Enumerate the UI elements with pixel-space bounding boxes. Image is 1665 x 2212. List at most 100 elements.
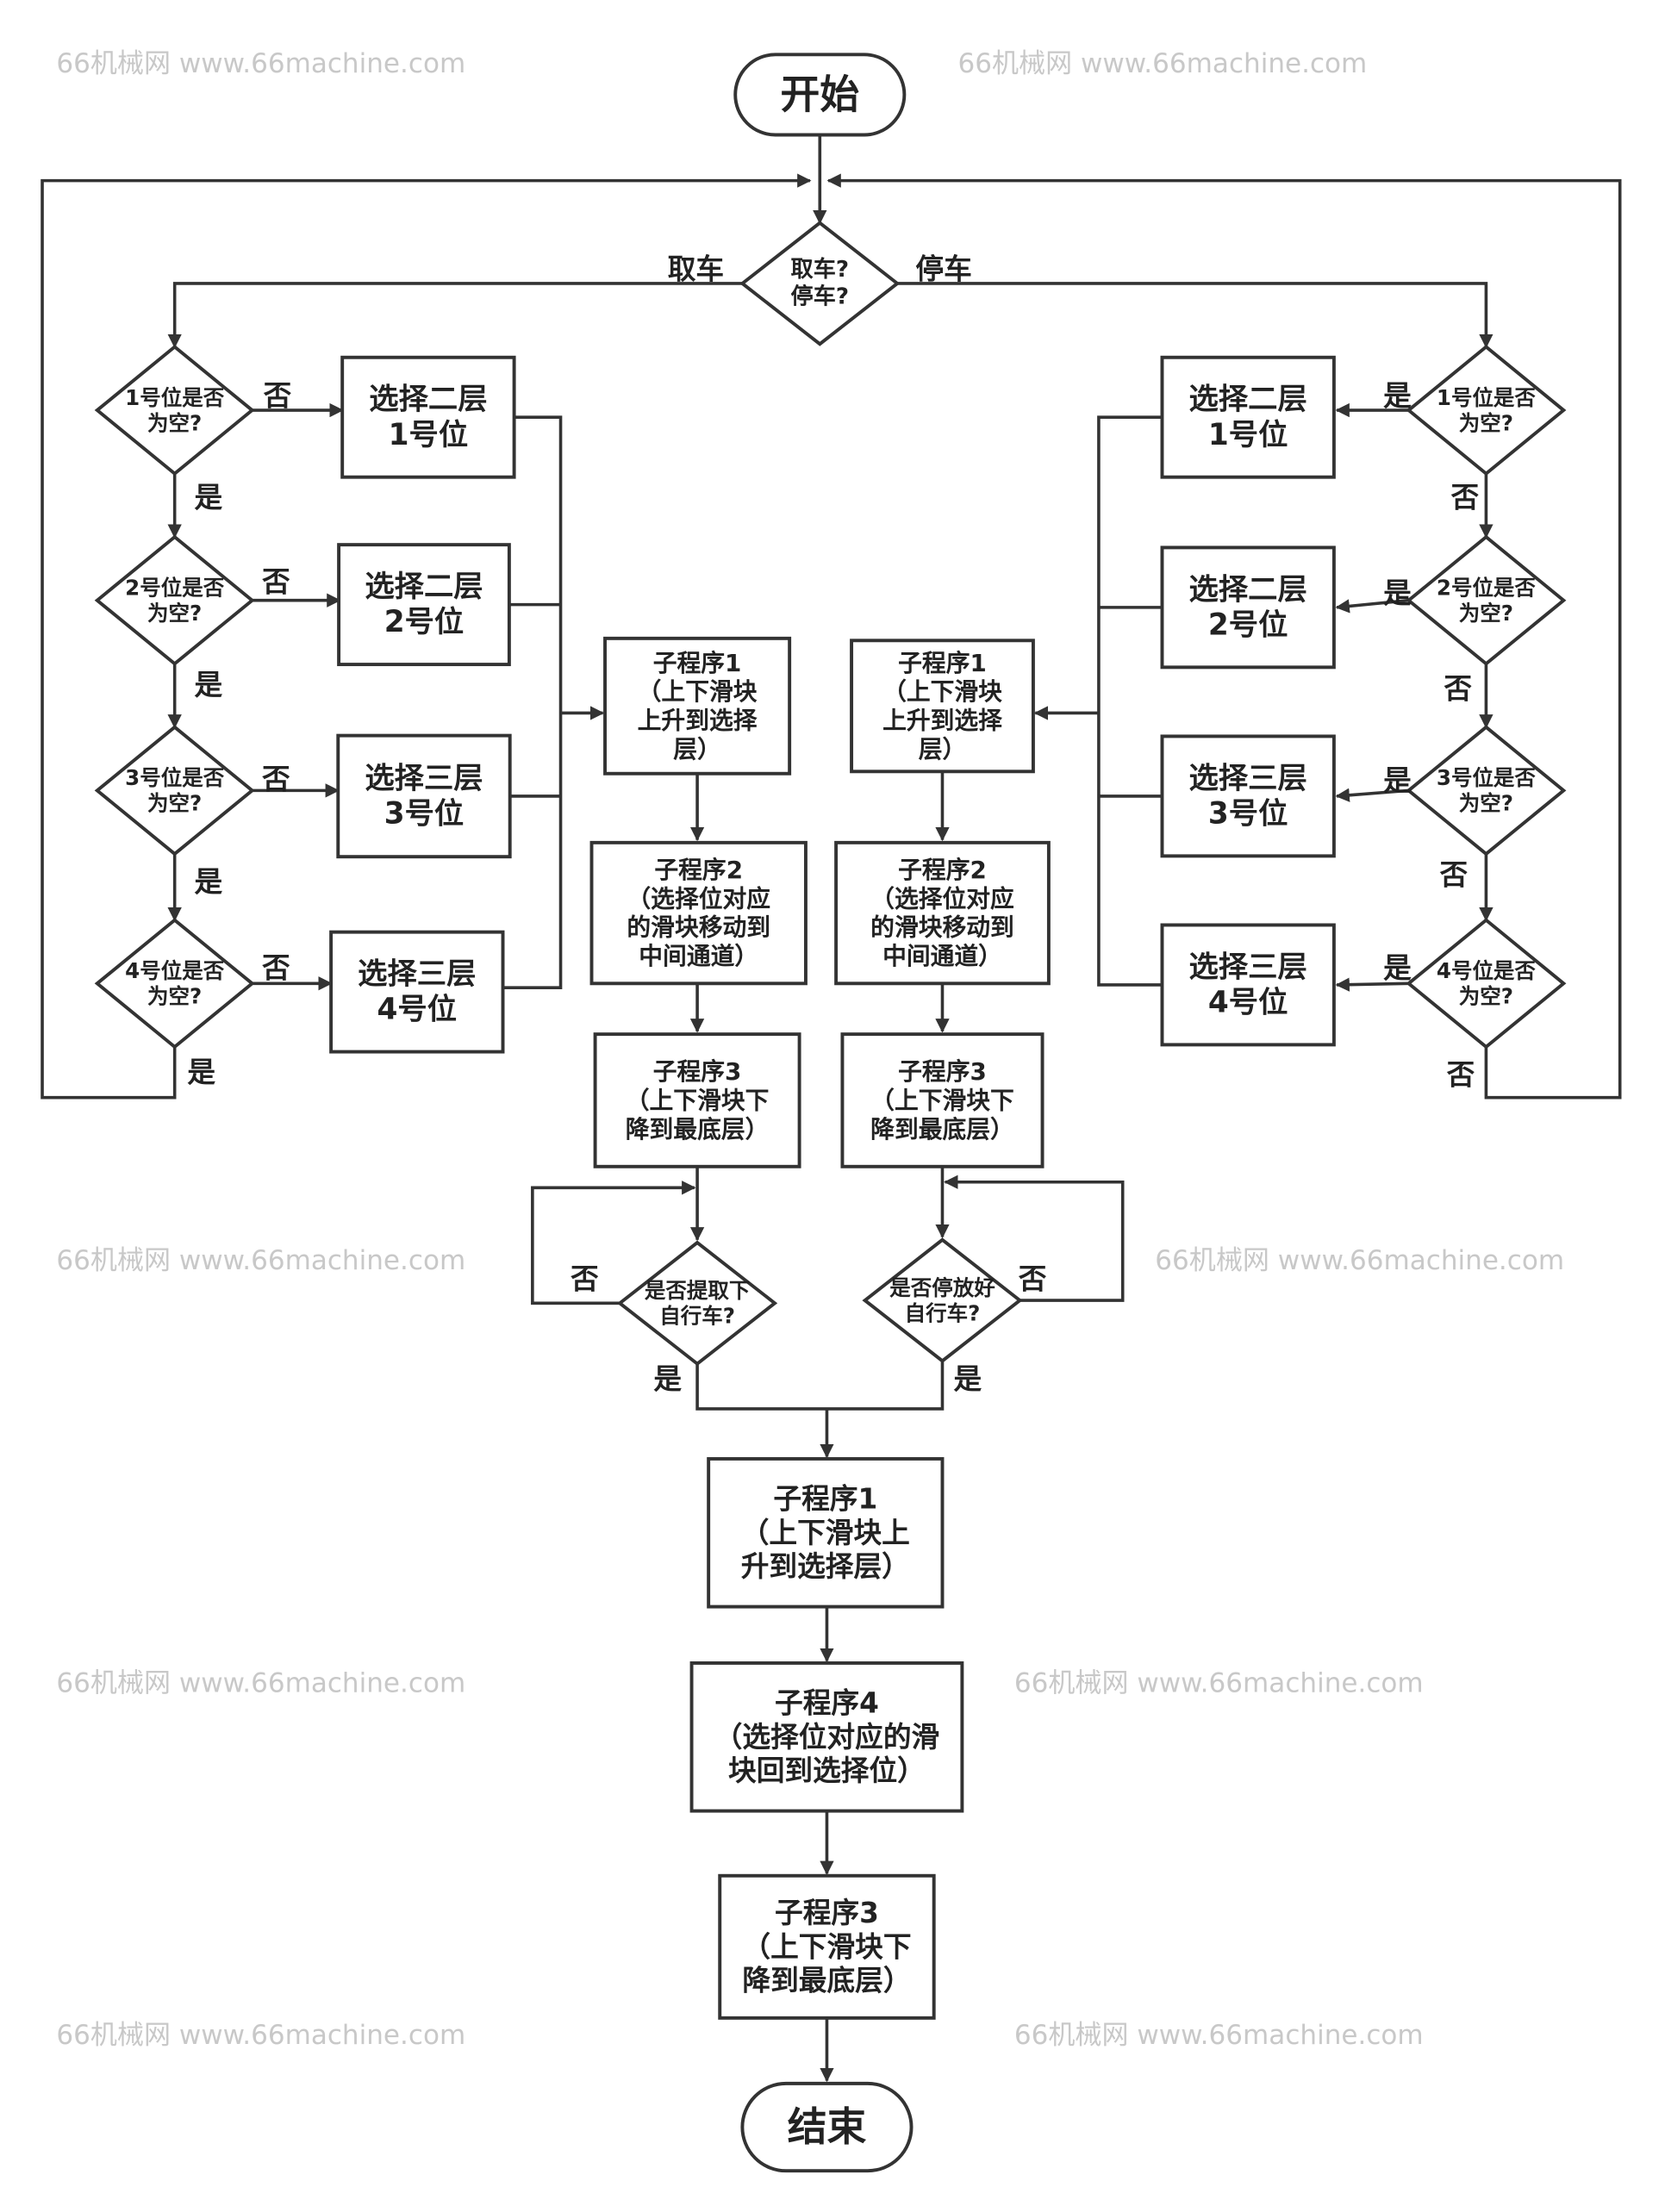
process-box xyxy=(840,1032,1045,1168)
node-text: （选择位对应 xyxy=(870,884,1014,913)
connector-line xyxy=(944,1175,1125,1302)
terminal-shape xyxy=(733,53,907,137)
node-text: 3号位是否 xyxy=(1437,765,1537,790)
node-text: （选择位对应的滑 xyxy=(714,1721,940,1754)
connectors xyxy=(41,135,1622,2083)
node-text: 层） xyxy=(919,735,967,763)
branch-label: 是 xyxy=(653,1363,682,1396)
node-text: 4号位是否 xyxy=(125,958,225,983)
node-text: 自行车? xyxy=(905,1300,981,1325)
node-text: 为空? xyxy=(147,984,202,1009)
node-text: 2号位是否 xyxy=(1437,575,1537,600)
connector-line xyxy=(1335,788,1409,802)
node-text: 选择二层 xyxy=(1189,572,1307,607)
node-text: 1号位 xyxy=(1208,418,1288,452)
node-text: 的滑块移动到 xyxy=(627,913,770,942)
process-box xyxy=(340,355,516,479)
node-text: 结束 xyxy=(788,2104,867,2150)
process-box xyxy=(589,840,808,986)
node-text: 上升到选择 xyxy=(638,706,758,734)
decision-diamond xyxy=(94,344,255,477)
node-text: 为空? xyxy=(1459,984,1513,1009)
connector-line xyxy=(502,415,563,989)
node-text: 降到最底层） xyxy=(626,1115,770,1143)
branch-labels: 取车停车否否否否是是是是是是是是否否否否否是否是 xyxy=(187,253,1479,1396)
decision-diamond xyxy=(94,918,255,1050)
process-box xyxy=(329,930,505,1054)
node-text: 为空? xyxy=(1459,601,1513,626)
watermark-text: 66机械网 www.66machine.com xyxy=(56,1245,465,1276)
connector-line xyxy=(826,173,1622,1100)
branch-label: 是 xyxy=(1383,577,1412,610)
branch-label: 是 xyxy=(195,669,223,701)
watermark-text: 66机械网 www.66machine.com xyxy=(957,48,1367,79)
decision-diamond xyxy=(862,1237,1023,1363)
node-text: 3号位 xyxy=(1208,797,1288,832)
node-text: 降到最底层） xyxy=(870,1115,1014,1143)
decision-diamond xyxy=(617,1240,778,1367)
branch-label: 否 xyxy=(262,565,290,598)
node-text: 2号位是否 xyxy=(125,575,225,600)
process-box xyxy=(718,1873,936,2020)
node-text: 上升到选择 xyxy=(882,706,1002,734)
watermark-layer: 66机械网 www.66machine.com 66机械网 www.66machi… xyxy=(56,48,1564,2051)
process-box xyxy=(336,733,512,859)
node-text: 1号位是否 xyxy=(1437,385,1537,410)
node-text: 中间通道） xyxy=(639,942,758,970)
terminal-start: 开始 xyxy=(733,53,907,137)
branch-label: 否 xyxy=(262,951,290,984)
node-text: 选择三层 xyxy=(365,761,483,795)
node-text: 为空? xyxy=(147,410,202,435)
decision-diamond xyxy=(1406,918,1567,1050)
node-text: 子程序3 xyxy=(775,1897,879,1929)
branch-label: 是 xyxy=(1383,380,1412,413)
process-box xyxy=(707,1456,945,1609)
watermark-text: 66机械网 www.66machine.com xyxy=(1155,1245,1564,1276)
node-text: 选择二层 xyxy=(1189,383,1307,417)
branch-label: 否 xyxy=(264,380,292,413)
node-text: 停车? xyxy=(791,284,849,310)
node-text: 选择二层 xyxy=(369,383,487,417)
branch-label: 是 xyxy=(195,481,223,514)
node-text: 4号位是否 xyxy=(1437,958,1537,983)
branch-label: 否 xyxy=(1444,673,1472,706)
node-text: 为空? xyxy=(147,791,202,816)
process-box xyxy=(1160,355,1336,479)
node-text: （上下滑块下 xyxy=(742,1930,911,1963)
node-text: （上下滑块下 xyxy=(626,1086,770,1114)
process-box xyxy=(850,639,1035,774)
node-text: 4号位 xyxy=(377,993,458,1027)
node-text: 中间通道） xyxy=(882,942,1002,970)
process-box xyxy=(1160,734,1336,858)
branch-label: 是 xyxy=(954,1363,982,1396)
node-text: 子程序2 xyxy=(898,856,987,884)
watermark-text: 66机械网 www.66machine.com xyxy=(1014,2020,1424,2051)
connector-line xyxy=(531,1181,696,1305)
branch-label: 否 xyxy=(1451,481,1480,514)
watermark-text: 66机械网 www.66machine.com xyxy=(1014,1667,1424,1698)
node-text: 自行车? xyxy=(659,1304,735,1329)
decision-q_main: 取车?停车? xyxy=(739,221,901,346)
connector-line xyxy=(1335,977,1409,992)
node-text: 是否停放好 xyxy=(889,1275,995,1300)
branch-label: 否 xyxy=(1019,1263,1047,1296)
node-text: 为空? xyxy=(147,601,202,626)
branch-label: 是 xyxy=(187,1056,215,1088)
process-box xyxy=(603,636,792,776)
flow-nodes: 开始取车?停车?1号位是否为空?2号位是否为空?3号位是否为空?4号位是否为空?… xyxy=(94,53,1567,2173)
node-text: 1号位 xyxy=(389,418,469,452)
